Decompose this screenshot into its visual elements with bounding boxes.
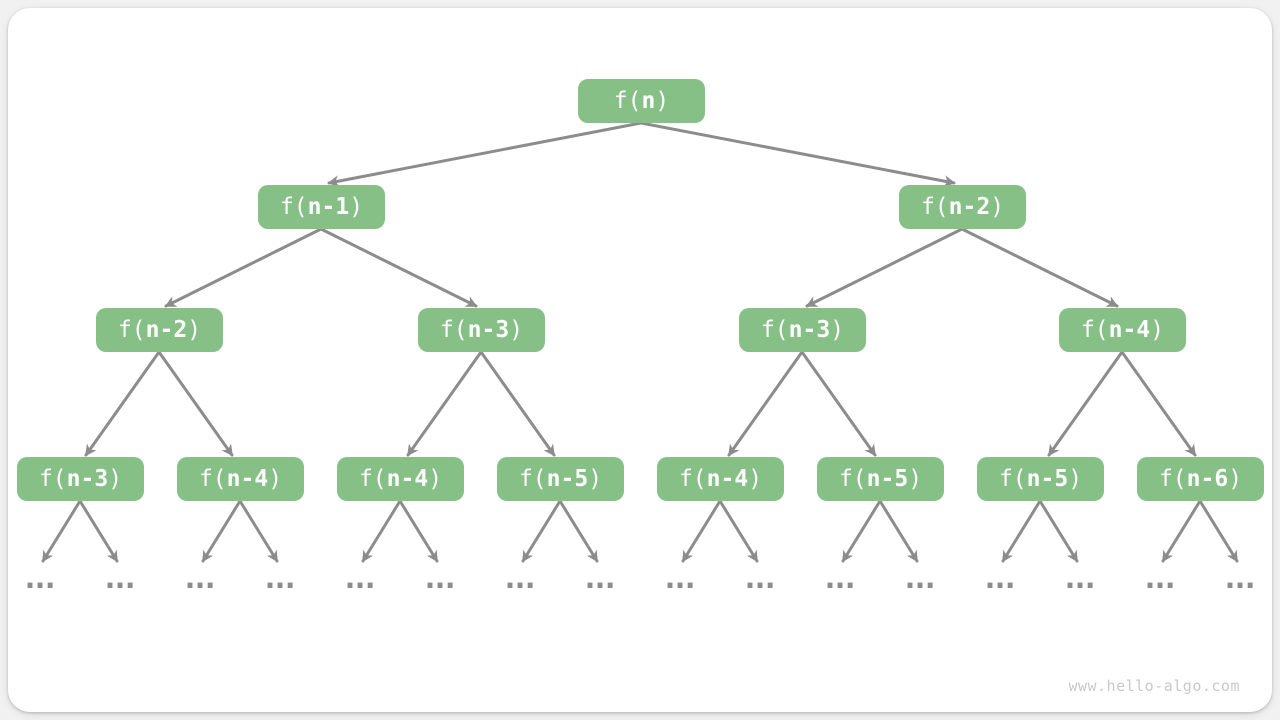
node-label-suffix: ) [1150,316,1165,343]
node-label-suffix: ) [509,316,524,343]
tree-node-l4-6: f(n-5) [977,457,1104,501]
node-label-prefix: f( [998,465,1027,492]
tree-node-root: f(n) [578,79,705,123]
leaf-ellipsis: ... [741,561,779,596]
node-label-arg: n-1 [307,193,350,220]
node-label-prefix: f( [518,465,547,492]
node-label-prefix: f( [838,465,867,492]
leaf-ellipsis: ... [1061,561,1099,596]
node-label-prefix: f( [439,316,468,343]
watermark: www.hello-algo.com [1068,677,1240,695]
node-label-suffix: ) [268,465,283,492]
node-label-prefix: f( [358,465,387,492]
leaf-ellipsis: ... [421,561,459,596]
node-label-suffix: ) [748,465,763,492]
node-label-suffix: ) [428,465,443,492]
node-label-arg: n-2 [145,316,188,343]
node-label-suffix: ) [349,193,364,220]
tree-node-l3-0: f(n-2) [96,308,223,352]
leaf-ellipsis: ... [1221,561,1259,596]
node-label-arg: n [641,87,656,114]
node-label-prefix: f( [678,465,707,492]
node-label-prefix: f( [38,465,67,492]
tree-node-l3-3: f(n-4) [1059,308,1186,352]
node-label-prefix: f( [920,193,949,220]
node-label-prefix: f( [1158,465,1187,492]
tree-node-l4-0: f(n-3) [17,457,144,501]
tree-node-l4-1: f(n-4) [177,457,304,501]
node-label-prefix: f( [117,316,146,343]
node-label-arg: n-4 [226,465,269,492]
leaf-ellipsis: ... [661,561,699,596]
leaf-ellipsis: ... [181,561,219,596]
leaf-ellipsis: ... [261,561,299,596]
node-label-suffix: ) [187,316,202,343]
tree-node-l2-1: f(n-2) [899,185,1026,229]
tree-node-l2-0: f(n-1) [258,185,385,229]
node-label-suffix: ) [990,193,1005,220]
node-label-suffix: ) [908,465,923,492]
leaf-ellipsis: ... [501,561,539,596]
node-label-arg: n-4 [386,465,429,492]
tree-node-l4-7: f(n-6) [1137,457,1264,501]
leaf-ellipsis: ... [901,561,939,596]
tree-node-l4-4: f(n-4) [657,457,784,501]
node-label-arg: n-3 [788,316,831,343]
tree-node-l3-2: f(n-3) [739,308,866,352]
node-label-arg: n-4 [706,465,749,492]
node-label-prefix: f( [613,87,642,114]
node-label-arg: n-6 [1186,465,1229,492]
leaf-ellipsis: ... [1141,561,1179,596]
node-label-arg: n-3 [66,465,109,492]
node-label-arg: n-5 [1026,465,1069,492]
leaf-ellipsis: ... [981,561,1019,596]
node-label-arg: n-2 [948,193,991,220]
leaf-ellipsis: ... [341,561,379,596]
node-label-arg: n-5 [866,465,909,492]
leaf-ellipsis: ... [101,561,139,596]
node-label-suffix: ) [588,465,603,492]
node-label-prefix: f( [198,465,227,492]
node-label-prefix: f( [760,316,789,343]
node-label-suffix: ) [1068,465,1083,492]
node-label-suffix: ) [1228,465,1243,492]
tree-node-l4-3: f(n-5) [497,457,624,501]
leaf-ellipsis: ... [581,561,619,596]
node-label-suffix: ) [108,465,123,492]
tree-node-l4-2: f(n-4) [337,457,464,501]
tree-node-l3-1: f(n-3) [418,308,545,352]
node-label-suffix: ) [655,87,670,114]
tree-node-l4-5: f(n-5) [817,457,944,501]
node-label-prefix: f( [279,193,308,220]
node-label-prefix: f( [1080,316,1109,343]
node-label-suffix: ) [830,316,845,343]
node-label-arg: n-4 [1108,316,1151,343]
node-label-arg: n-5 [546,465,589,492]
node-label-arg: n-3 [467,316,510,343]
leaf-ellipsis: ... [21,561,59,596]
leaf-ellipsis: ... [821,561,859,596]
